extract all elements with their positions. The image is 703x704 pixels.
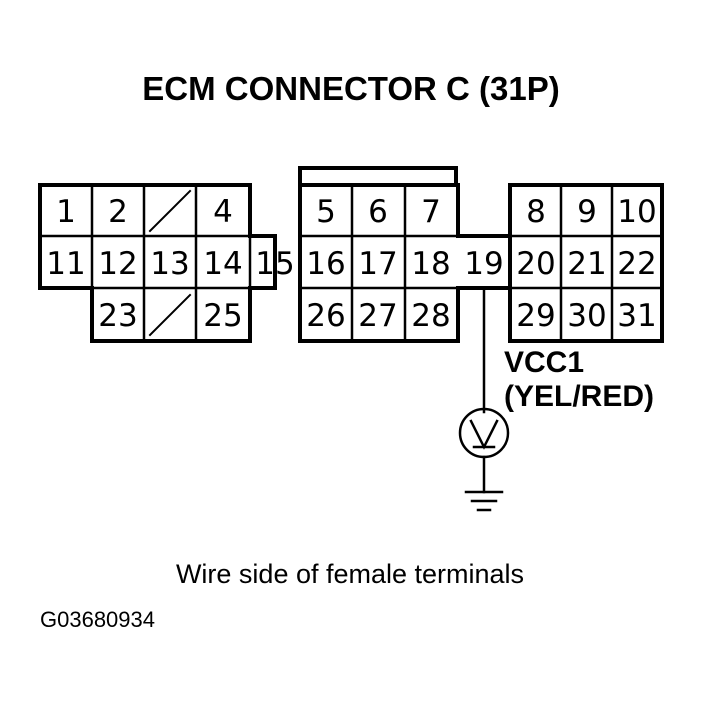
pin-14: 14 bbox=[203, 246, 242, 282]
pin-6: 6 bbox=[368, 194, 388, 230]
signal-label: VCC1 bbox=[504, 346, 584, 379]
diagram-title: ECM CONNECTOR C (31P) bbox=[142, 70, 559, 107]
connector-lock-tab bbox=[298, 166, 458, 187]
pin-30: 30 bbox=[567, 298, 606, 334]
pin-1: 1 bbox=[56, 194, 76, 230]
pin-27: 27 bbox=[358, 298, 397, 334]
pin-26: 26 bbox=[306, 298, 345, 334]
diagram-caption: Wire side of female terminals bbox=[176, 559, 524, 589]
pin-4: 4 bbox=[213, 194, 233, 230]
pin-9: 9 bbox=[577, 194, 597, 230]
pin-5: 5 bbox=[316, 194, 336, 230]
pin-11: 11 bbox=[46, 246, 85, 282]
pin-19: 19 bbox=[464, 246, 503, 282]
pin-10: 10 bbox=[617, 194, 656, 230]
pin-31: 31 bbox=[617, 298, 656, 334]
empty-cavity-24 bbox=[148, 293, 192, 337]
pin-7: 7 bbox=[421, 194, 441, 230]
empty-cavity-3 bbox=[148, 189, 192, 233]
pin-15: 15 bbox=[255, 246, 294, 282]
right-block-outline bbox=[508, 183, 664, 343]
pin-25: 25 bbox=[203, 298, 242, 334]
pin-12: 12 bbox=[98, 246, 137, 282]
pin-21: 21 bbox=[567, 246, 606, 282]
ground-icon bbox=[464, 490, 504, 512]
pin-13: 13 bbox=[150, 246, 189, 282]
pin-29: 29 bbox=[516, 298, 555, 334]
pin-17: 17 bbox=[358, 246, 397, 282]
pin-23: 23 bbox=[98, 298, 137, 334]
pin-22: 22 bbox=[617, 246, 656, 282]
pin-8: 8 bbox=[526, 194, 546, 230]
pin-28: 28 bbox=[411, 298, 450, 334]
wire-color-label: (YEL/RED) bbox=[504, 380, 654, 413]
pin-16: 16 bbox=[306, 246, 345, 282]
pin-2: 2 bbox=[108, 194, 128, 230]
pin-18: 18 bbox=[411, 246, 450, 282]
voltmeter-icon bbox=[458, 407, 510, 459]
figure-code: G03680934 bbox=[40, 607, 155, 632]
pin-20: 20 bbox=[516, 246, 555, 282]
